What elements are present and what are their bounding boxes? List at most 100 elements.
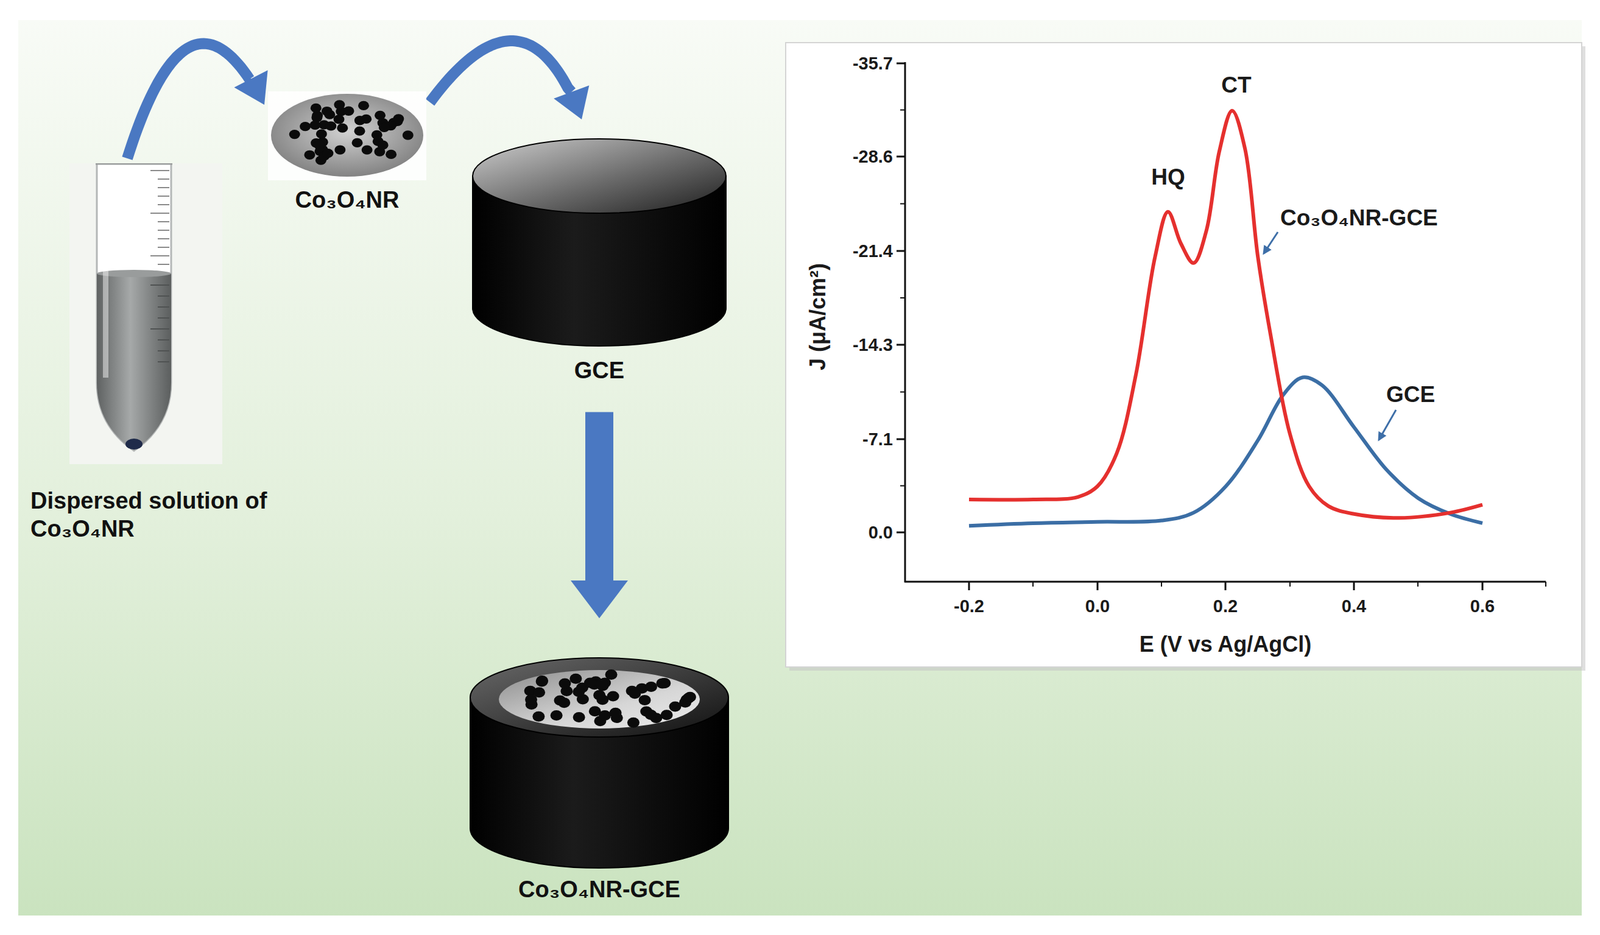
- electrode-cylinder: GCE: [471, 137, 728, 385]
- sample-tube-shape: [30, 163, 287, 480]
- y-minor-tick: [900, 297, 906, 299]
- particle-dot: [316, 129, 328, 139]
- particle-dot: [377, 140, 389, 150]
- particle-dot: [402, 130, 414, 140]
- series-label: Co₃O₄NR-GCE: [1280, 206, 1438, 230]
- particle-dot: [371, 130, 383, 140]
- graduation-mark: [157, 361, 170, 363]
- y-tick: [896, 438, 906, 441]
- sample-tube: Dispersed solution of Co₃O₄NR: [30, 163, 287, 543]
- x-tick: [1224, 581, 1227, 591]
- x-minor-tick: [1545, 581, 1547, 587]
- y-minor-tick: [900, 485, 906, 487]
- tube-rim: [95, 163, 173, 166]
- node-label: Co₃O₄NR-GCE: [468, 875, 730, 904]
- graduation-mark: [157, 238, 170, 240]
- y-tick-label: -21.4: [852, 242, 893, 261]
- particle-dot: [655, 677, 669, 689]
- particle-dot: [361, 144, 373, 155]
- x-minor-tick: [1289, 581, 1291, 587]
- graduation-mark: [150, 212, 170, 214]
- particle-dot: [607, 690, 620, 702]
- x-tick: [1481, 581, 1484, 591]
- particle-dot: [289, 129, 301, 139]
- graduation-mark: [157, 229, 170, 231]
- particle-dot: [627, 717, 640, 728]
- x-tick-label: 0.2: [1213, 597, 1238, 616]
- particle-dot: [322, 148, 334, 158]
- y-minor-tick: [900, 391, 906, 393]
- x-minor-tick: [1160, 581, 1163, 587]
- block-arrow: [570, 412, 628, 619]
- y-axis: [904, 62, 907, 583]
- particle-dot: [374, 110, 386, 120]
- y-tick-label: -14.3: [852, 336, 893, 354]
- particle-dot: [325, 121, 337, 131]
- photo-ground: [267, 91, 427, 181]
- particle-dot: [558, 678, 571, 689]
- particle-dot: [573, 711, 586, 723]
- particle-dot: [644, 709, 658, 720]
- particle-dot: [550, 710, 563, 721]
- particle-dot: [303, 150, 315, 160]
- arrowhead: [553, 85, 589, 120]
- peak-label: HQ: [1151, 165, 1186, 189]
- particle-dot: [572, 686, 585, 697]
- graduation-mark: [157, 195, 170, 197]
- y-tick-label: -28.6: [852, 148, 893, 166]
- node-label: Dispersed solution of Co₃O₄NR: [30, 487, 287, 543]
- particle-dot: [334, 144, 346, 155]
- x-tick-label: -0.2: [953, 597, 985, 616]
- particle-dot: [532, 687, 546, 698]
- particle-dot: [358, 101, 370, 111]
- y-axis-title: J (μA/cm²): [807, 263, 829, 371]
- particle-dot: [660, 709, 674, 720]
- x-tick-label: 0.6: [1470, 597, 1495, 616]
- graduation-mark: [157, 263, 170, 265]
- leader-line: [1378, 409, 1396, 440]
- graduation-mark: [150, 284, 170, 286]
- particle-dot: [598, 710, 611, 721]
- graduation-mark: [157, 246, 170, 248]
- graduation-mark: [157, 350, 170, 352]
- graduation-mark: [150, 255, 170, 257]
- graduation-mark: [150, 169, 170, 172]
- series-label: GCE: [1386, 383, 1435, 406]
- particle-dot: [299, 121, 311, 131]
- particle-dot: [385, 149, 397, 159]
- gce-curve: [969, 377, 1483, 526]
- electrode-rim: [470, 657, 729, 737]
- particle-dot: [569, 673, 582, 684]
- particle-dot: [669, 701, 682, 712]
- flow-arrow: [127, 43, 268, 159]
- particle-dot: [360, 114, 372, 124]
- graduation-mark: [157, 186, 170, 189]
- peak-label: CT: [1221, 73, 1252, 97]
- arrowhead: [233, 70, 268, 105]
- electrode-cylinder-shape: [471, 137, 728, 353]
- x-tick: [1096, 581, 1099, 591]
- graduation-mark: [157, 204, 170, 206]
- x-axis-title: E (V vs Ag/AgCl): [1139, 633, 1312, 656]
- particle-dot: [584, 677, 597, 689]
- graduation-mark: [157, 221, 170, 223]
- leader-line: [1263, 232, 1278, 254]
- particle-dot: [324, 110, 335, 120]
- particle-dot: [593, 690, 606, 701]
- particle-dot: [309, 120, 321, 130]
- graduation-mark: [157, 306, 170, 308]
- particle-dot: [595, 678, 608, 689]
- particle-dot: [532, 711, 545, 722]
- y-tick: [896, 344, 906, 346]
- graduation-mark: [157, 317, 170, 319]
- y-tick: [896, 155, 906, 158]
- x-tick-label: 0.0: [1085, 597, 1110, 616]
- particle-dot: [644, 681, 658, 692]
- particle-dot: [352, 138, 363, 148]
- electrode-top: [472, 138, 726, 214]
- particle-dot: [336, 123, 348, 133]
- particle-dot: [683, 691, 697, 703]
- tube-glare: [102, 164, 109, 378]
